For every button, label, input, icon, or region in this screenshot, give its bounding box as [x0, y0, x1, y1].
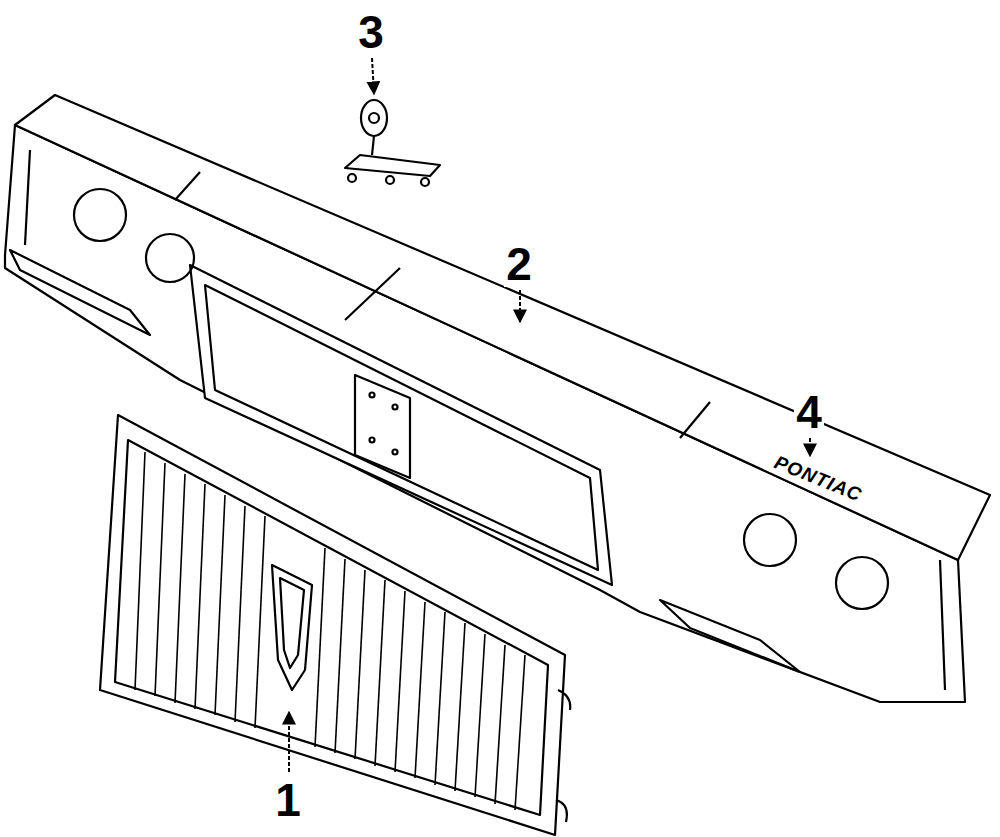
leader-lines: [289, 58, 810, 772]
callout-number: 3: [356, 9, 386, 55]
clip: [345, 100, 440, 186]
callout-number: 1: [273, 777, 303, 823]
callout-number: 2: [504, 241, 534, 287]
grille: [100, 415, 570, 835]
callout-number: 4: [794, 389, 824, 435]
